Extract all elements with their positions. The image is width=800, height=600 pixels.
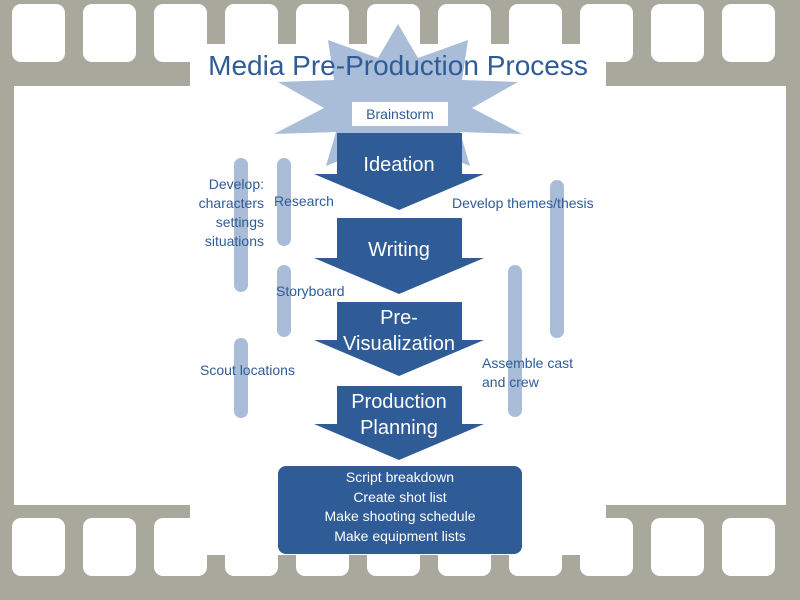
stage-arrow-production-planning (314, 386, 484, 460)
film-sprocket-hole (722, 4, 775, 62)
planning-task-item: Create shot list (353, 488, 447, 505)
brainstorm-label-bg (352, 102, 448, 126)
planning-tasks-list: Script breakdown Create shot list Make s… (278, 468, 522, 546)
stage-label-previsualization: Pre- Visualization (343, 307, 455, 355)
bar-develop (234, 158, 248, 292)
research-label: Research (274, 193, 334, 209)
film-sprocket-hole (722, 518, 775, 576)
film-sprocket-hole (12, 4, 65, 62)
bar-scout (234, 338, 248, 418)
planning-tasks-box (278, 466, 522, 554)
develop-characters-label: Develop: characters settings situations (198, 176, 264, 249)
planning-task-item: Make equipment lists (334, 527, 466, 544)
stage-arrow-previsualization (314, 302, 484, 376)
planning-task-item: Make shooting schedule (324, 508, 476, 524)
bar-research (277, 158, 291, 246)
film-sprocket-hole (83, 4, 136, 62)
film-sprocket-hole (651, 518, 704, 576)
film-sprocket-hole (651, 4, 704, 62)
brainstorm-label: Brainstorm (366, 106, 434, 122)
stage-label-ideation: Ideation (363, 154, 435, 176)
develop-themes-label: Develop themes/thesis (452, 195, 594, 211)
planning-task-item: Script breakdown (345, 469, 455, 485)
film-sprocket-hole (83, 518, 136, 576)
film-sprocket-hole (12, 518, 65, 576)
bar-cast (508, 265, 522, 417)
stage-arrow-ideation (314, 133, 484, 210)
stage-label-production-planning: Production Planning (351, 391, 447, 439)
stage-arrow-writing (314, 218, 484, 294)
bar-themes (550, 180, 564, 338)
storyboard-label: Storyboard (276, 283, 345, 299)
assemble-cast-label: Assemble cast and crew (482, 355, 574, 390)
scout-locations-label: Scout locations (200, 362, 295, 378)
bar-storyboard (277, 265, 291, 337)
stage-label-writing: Writing (368, 239, 430, 261)
page-title: Media Pre-Production Process (208, 50, 588, 81)
